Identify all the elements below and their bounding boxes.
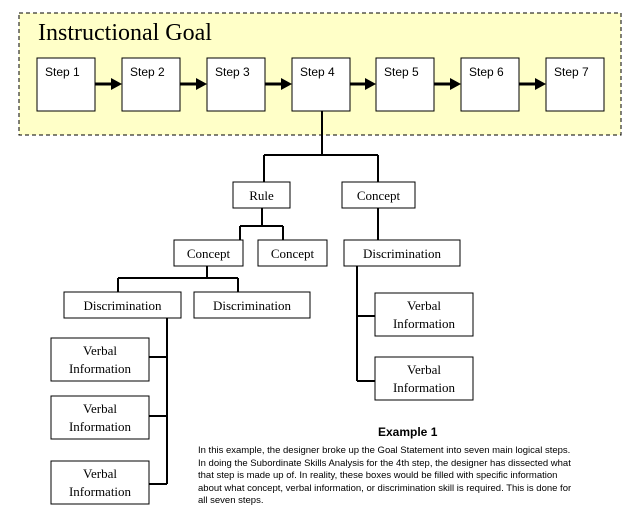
node-verbal-5-line1: Verbal — [407, 362, 441, 377]
goal-title: Instructional Goal — [38, 20, 212, 46]
step-arrow-5 — [434, 78, 461, 90]
node-discrimination-mid: Discrimination — [193, 291, 311, 319]
step-label-7: Step 7 — [554, 65, 589, 79]
step-arrow-6-head — [535, 78, 546, 90]
step-label-6: Step 6 — [469, 65, 504, 79]
step-arrow-3-head — [281, 78, 292, 90]
node-verbal-4-line1: Verbal — [407, 298, 441, 313]
node-concept-top-label: Concept — [357, 188, 401, 203]
step-box-1-frame — [36, 57, 96, 112]
step-box-6: Step 6 — [460, 57, 520, 112]
step-arrow-6 — [519, 78, 546, 90]
step-arrow-2 — [180, 78, 207, 90]
node-verbal-3-line2: Information — [69, 484, 132, 499]
step-arrow-4-head — [365, 78, 376, 90]
node-rule-label: Rule — [249, 188, 274, 203]
step-row: Step 1 Step 2 Step 3 Step 4 Step 5 Step 6 Step… — [36, 57, 605, 112]
step-arrow-5-head — [450, 78, 461, 90]
node-concept-right-label: Concept — [271, 246, 315, 261]
node-verbal-2-line1: Verbal — [83, 401, 117, 416]
step-arrow-4 — [350, 78, 376, 90]
step-arrow-1 — [95, 78, 122, 90]
step-box-5: Step 5 — [375, 57, 435, 112]
node-discrimination-right-label: Discrimination — [363, 246, 441, 261]
node-rule: Rule — [232, 181, 291, 209]
node-concept-top: Concept — [341, 181, 416, 209]
step-arrow-3 — [265, 78, 292, 90]
node-concept-left-label: Concept — [187, 246, 231, 261]
step-box-4: Step 4 — [291, 57, 351, 112]
step-label-1: Step 1 — [45, 65, 80, 79]
step-box-7-frame — [545, 57, 605, 112]
step-box-4-frame — [291, 57, 351, 112]
caption-body: In this example, the designer broke up t… — [198, 445, 572, 506]
node-verbal-4: Verbal Information — [374, 292, 474, 337]
node-verbal-3: Verbal Information — [50, 460, 150, 505]
node-discrimination-mid-label: Discrimination — [213, 298, 291, 313]
node-discrimination-right: Discrimination — [343, 239, 461, 267]
connector-lines — [117, 111, 379, 485]
node-verbal-4-line2: Information — [393, 316, 456, 331]
node-concept-left: Concept — [173, 239, 244, 267]
node-discrimination-left: Discrimination — [63, 291, 182, 319]
node-discrimination-left-label: Discrimination — [84, 298, 162, 313]
node-verbal-2-line2: Information — [69, 419, 132, 434]
caption-title: Example 1 — [378, 425, 438, 439]
node-verbal-1-line1: Verbal — [83, 343, 117, 358]
node-verbal-5: Verbal Information — [374, 356, 474, 401]
step-box-1: Step 1 — [36, 57, 96, 112]
node-verbal-2: Verbal Information — [50, 395, 150, 440]
step-label-3: Step 3 — [215, 65, 250, 79]
node-concept-right: Concept — [257, 239, 328, 267]
node-verbal-1-line2: Information — [69, 361, 132, 376]
step-arrow-2-head — [196, 78, 207, 90]
node-verbal-3-line1: Verbal — [83, 466, 117, 481]
step-arrow-1-head — [111, 78, 122, 90]
step-box-3: Step 3 — [206, 57, 266, 112]
step-label-5: Step 5 — [384, 65, 419, 79]
node-verbal-5-line2: Information — [393, 380, 456, 395]
step-box-2: Step 2 — [121, 57, 181, 112]
step-box-7: Step 7 — [545, 57, 605, 112]
step-box-6-frame — [460, 57, 520, 112]
step-label-4: Step 4 — [300, 65, 335, 79]
node-verbal-1: Verbal Information — [50, 337, 150, 382]
step-box-5-frame — [375, 57, 435, 112]
step-label-2: Step 2 — [130, 65, 165, 79]
